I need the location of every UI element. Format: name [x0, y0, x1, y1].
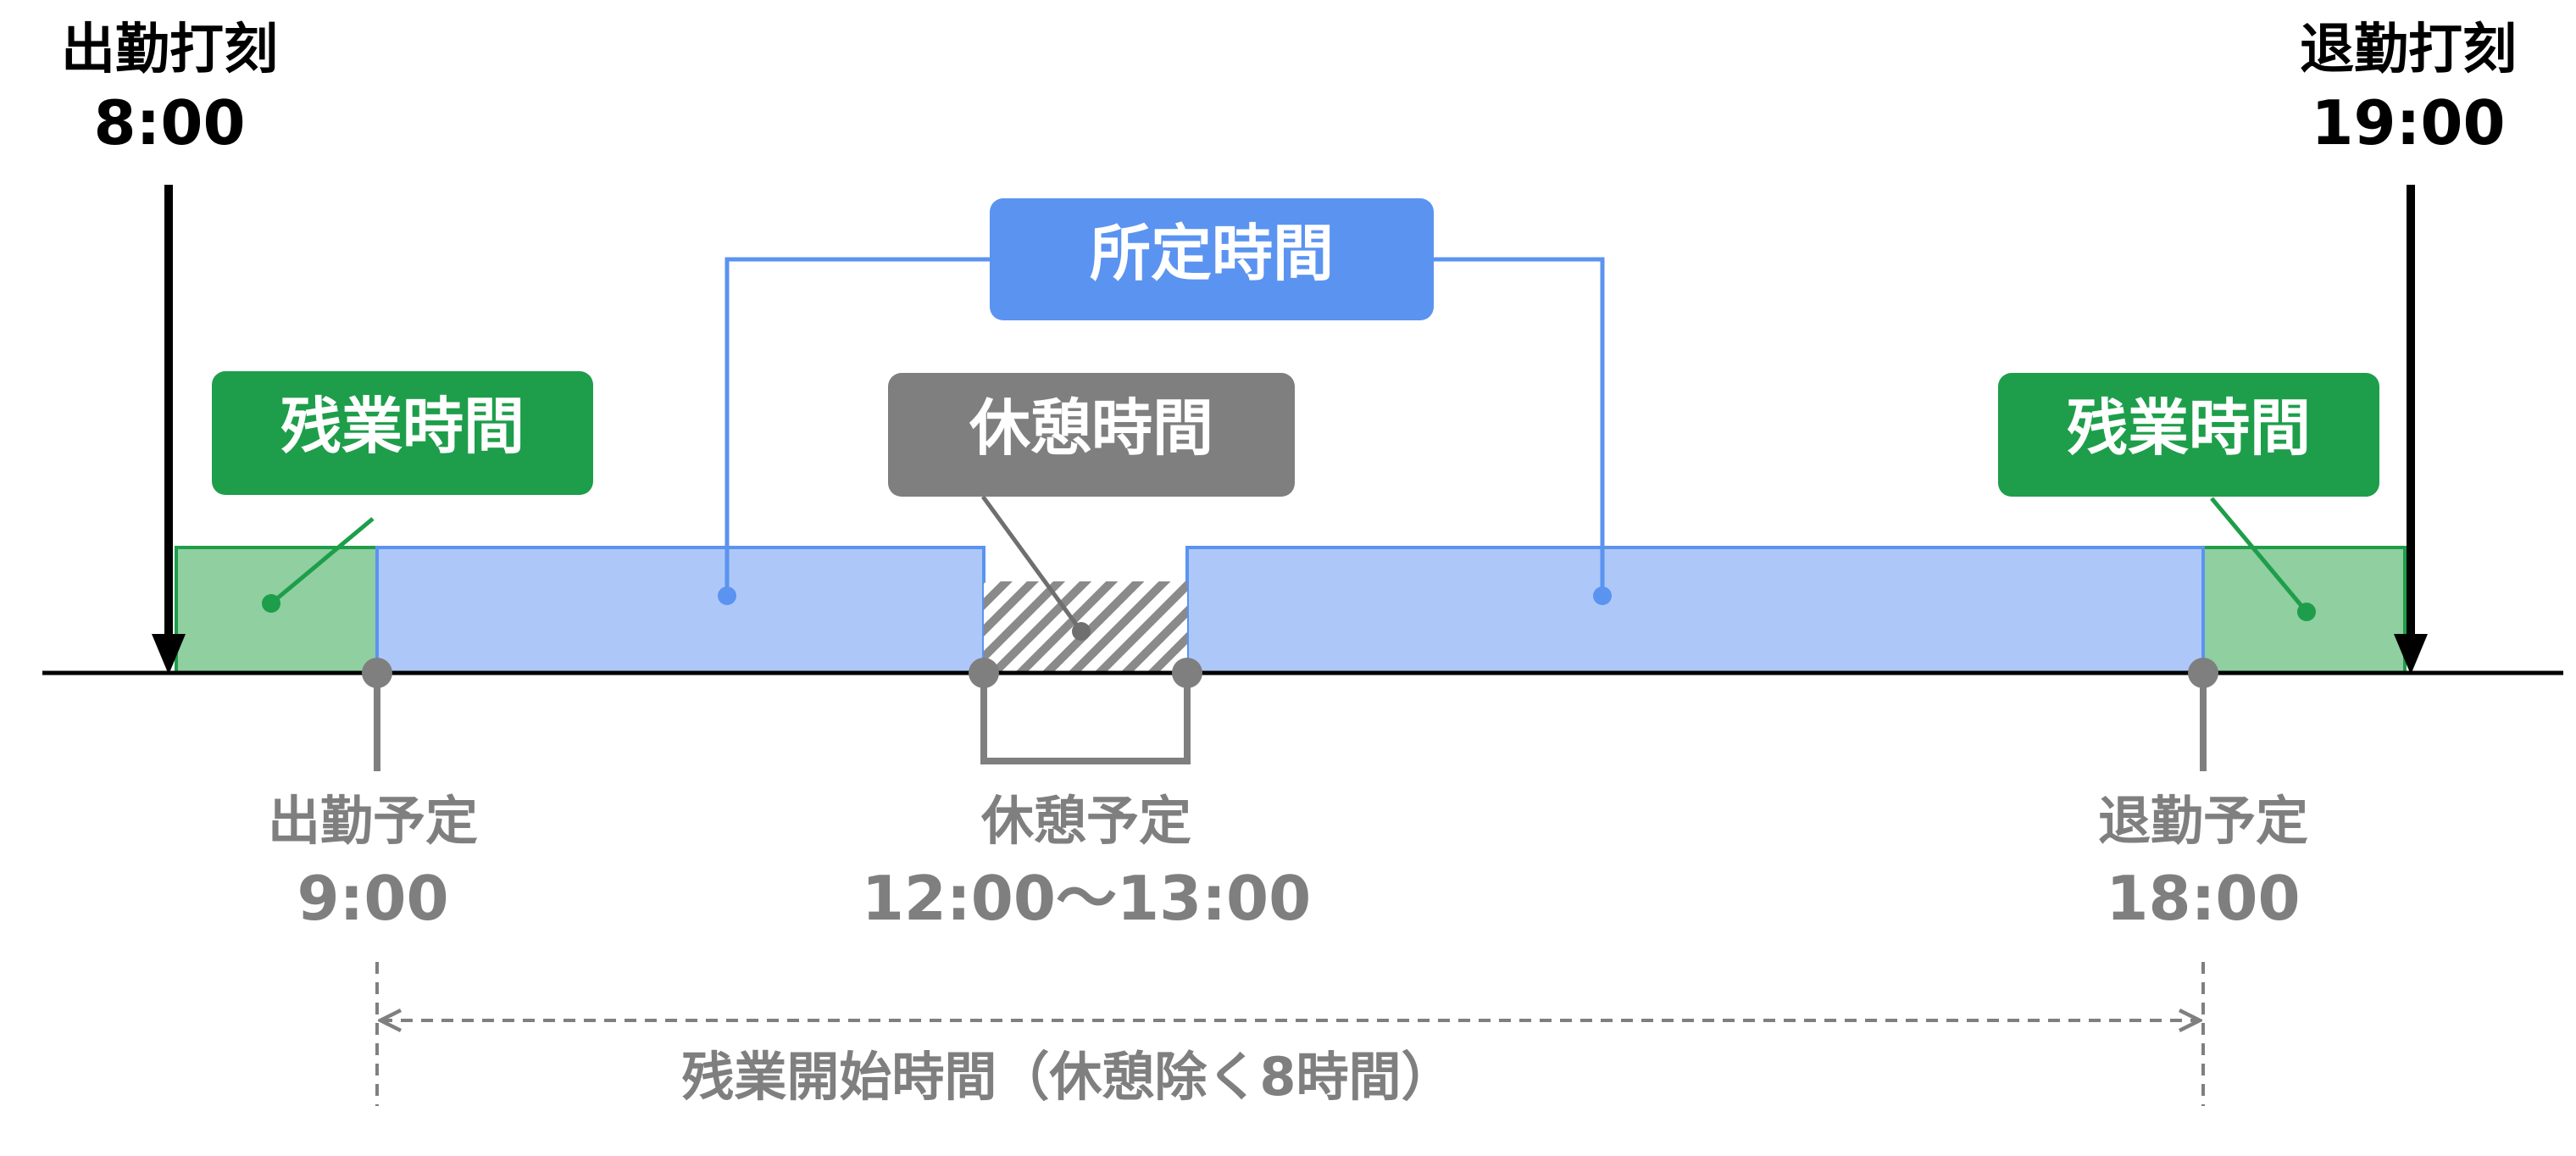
overtime-left-box — [212, 371, 593, 495]
overtime-right-callout-line — [2210, 497, 2308, 614]
clock-in-time: 8:00 — [93, 87, 245, 158]
scheduled-break-title: 休憩予定 — [980, 790, 1191, 852]
scheduled-break-end-pin — [1172, 658, 1202, 688]
scheduled-end-title: 退勤予定 — [2098, 790, 2308, 852]
clock-out-arrowhead — [2394, 634, 2428, 675]
break-time-label: 休憩時間 — [969, 392, 1213, 464]
scheduled-hours-dot-left — [718, 586, 736, 605]
clock-in-title: 出勤打刻 — [61, 19, 278, 81]
overtime-right-label: 残業時間 — [2067, 392, 2311, 464]
clock-out-title: 退勤打刻 — [2300, 19, 2517, 81]
break-callout-dot — [1072, 622, 1091, 641]
scheduled-band-morning — [375, 546, 985, 675]
scheduled-start-time: 9:00 — [297, 863, 448, 934]
scheduled-hours-bracket — [724, 257, 1605, 596]
overtime-right-callout-dot — [2297, 603, 2316, 621]
scheduled-hours-box — [990, 198, 1434, 320]
scheduled-hours-label: 所定時間 — [1090, 218, 1334, 289]
scheduled-break-time: 12:00〜13:00 — [862, 863, 1311, 934]
clock-out-time: 19:00 — [2311, 87, 2505, 158]
scheduled-end-time: 18:00 — [2106, 863, 2300, 934]
scheduled-break-bracket — [980, 673, 1191, 764]
scheduled-start-title: 出勤予定 — [268, 790, 478, 852]
scheduled-break-start-pin — [969, 658, 999, 688]
overtime-left-callout-dot — [262, 594, 280, 613]
scheduled-hours-dot-right — [1593, 586, 1612, 605]
break-time-box — [888, 373, 1295, 497]
overtime-left-callout-line — [269, 517, 375, 605]
overtime-right-box — [1998, 373, 2379, 497]
scheduled-start-pin — [362, 658, 392, 688]
break-callout-line — [980, 495, 1084, 633]
overtime-left-label: 残業時間 — [280, 391, 525, 462]
overtime-start-label: 残業開始時間（休憩除く8時間） — [681, 1046, 1453, 1108]
scheduled-band-afternoon — [1185, 546, 2205, 675]
scheduled-end-pin — [2188, 658, 2218, 688]
clock-in-arrowhead — [152, 634, 186, 675]
